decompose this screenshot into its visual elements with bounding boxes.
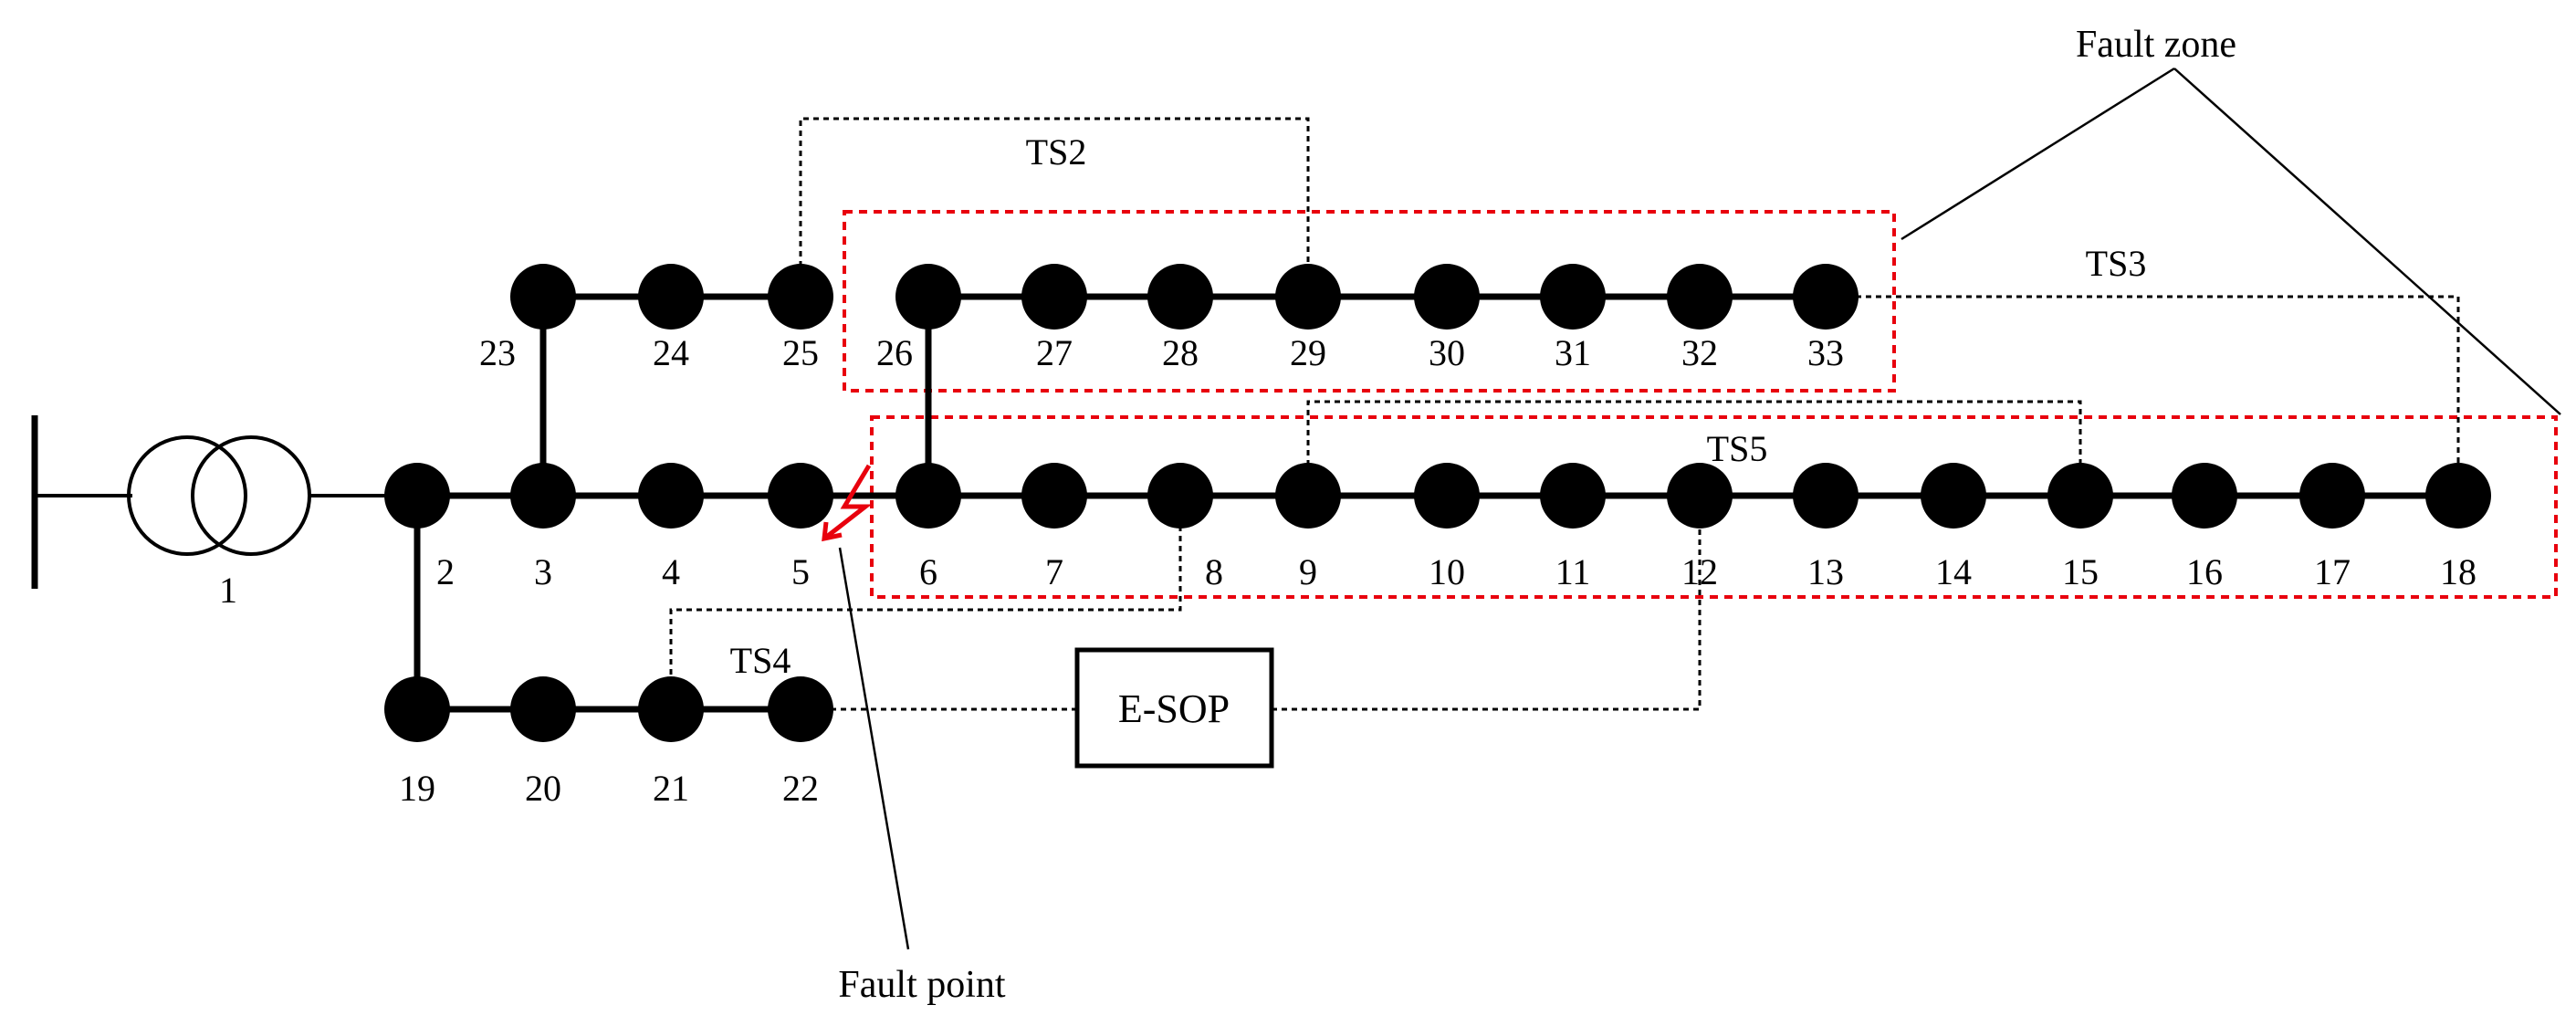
bus-label-29: 29 bbox=[1290, 332, 1326, 373]
tie-line-ts2 bbox=[799, 117, 1310, 297]
fault-zone-pointer-upper bbox=[1901, 67, 2175, 241]
bus-node-26 bbox=[895, 264, 961, 330]
bus-label-25: 25 bbox=[782, 332, 819, 373]
bus-node-7 bbox=[1021, 463, 1087, 529]
bus-label-8: 8 bbox=[1205, 551, 1223, 592]
bus-node-22 bbox=[768, 676, 833, 742]
bus-node-27 bbox=[1021, 264, 1087, 330]
bus-label-31: 31 bbox=[1555, 332, 1591, 373]
fault-zone-box-upper bbox=[843, 210, 1896, 393]
bus-label-9: 9 bbox=[1299, 551, 1317, 592]
bus-label-32: 32 bbox=[1681, 332, 1718, 373]
esop-label: E-SOP bbox=[1118, 686, 1230, 731]
bus-label-4: 4 bbox=[662, 551, 680, 592]
bus-label-16: 16 bbox=[2186, 551, 2223, 592]
bus-node-10 bbox=[1414, 463, 1480, 529]
transformer-winding-2 bbox=[191, 435, 311, 556]
tie-line-esop-right bbox=[1272, 496, 1702, 711]
bus-label-26: 26 bbox=[876, 332, 913, 373]
ts3-label: TS3 bbox=[2086, 243, 2147, 284]
bus-node-4 bbox=[638, 463, 704, 529]
bus-node-12 bbox=[1667, 463, 1733, 529]
bus-node-17 bbox=[2299, 463, 2365, 529]
bus-node-6 bbox=[895, 463, 961, 529]
bus-node-31 bbox=[1540, 264, 1606, 330]
tie-line-ts3 bbox=[1826, 295, 2460, 496]
bus-label-28: 28 bbox=[1162, 332, 1199, 373]
bus-node-25 bbox=[768, 264, 833, 330]
bus-node-14 bbox=[1921, 463, 1986, 529]
bus-label-22: 22 bbox=[782, 768, 819, 809]
bus-node-19 bbox=[384, 676, 450, 742]
bus-node-5 bbox=[768, 463, 833, 529]
bus-node-2 bbox=[384, 463, 450, 529]
fault-zone-label: Fault zone bbox=[2076, 24, 2236, 66]
bus-label-20: 20 bbox=[525, 768, 561, 809]
bus-label-3: 3 bbox=[534, 551, 552, 592]
transformer-winding-1 bbox=[127, 435, 247, 556]
bus-node-23 bbox=[510, 264, 576, 330]
bus-label-12: 12 bbox=[1681, 551, 1718, 592]
bus-label-14: 14 bbox=[1935, 551, 1972, 592]
bus-label-10: 10 bbox=[1429, 551, 1465, 592]
bus-node-3 bbox=[510, 463, 576, 529]
bus-label-18: 18 bbox=[2440, 551, 2477, 592]
ts5-label: TS5 bbox=[1707, 428, 1768, 469]
bus-node-18 bbox=[2425, 463, 2491, 529]
bus-label-13: 13 bbox=[1807, 551, 1844, 592]
esop-box bbox=[1074, 647, 1274, 769]
bus-label-15: 15 bbox=[2062, 551, 2099, 592]
bus-label-5: 5 bbox=[791, 551, 810, 592]
bus-node-20 bbox=[510, 676, 576, 742]
bus-node-30 bbox=[1414, 264, 1480, 330]
source-bus-label: 1 bbox=[219, 570, 237, 611]
bus-label-7: 7 bbox=[1045, 551, 1063, 592]
bus-label-11: 11 bbox=[1555, 551, 1591, 592]
bus-label-23: 23 bbox=[479, 332, 516, 373]
ts2-label: TS2 bbox=[1026, 131, 1087, 173]
bus-label-19: 19 bbox=[399, 768, 435, 809]
ts4-label: TS4 bbox=[730, 640, 791, 681]
fault-arrow bbox=[822, 464, 873, 542]
bus-node-32 bbox=[1667, 264, 1733, 330]
bus-node-28 bbox=[1147, 264, 1213, 330]
bus-label-6: 6 bbox=[919, 551, 937, 592]
bus-node-29 bbox=[1275, 264, 1341, 330]
bus-node-8 bbox=[1147, 463, 1213, 529]
bus-node-9 bbox=[1275, 463, 1341, 529]
bus-node-24 bbox=[638, 264, 704, 330]
tie-line-ts4 bbox=[669, 496, 1182, 709]
bus-label-33: 33 bbox=[1807, 332, 1844, 373]
bus-label-30: 30 bbox=[1429, 332, 1465, 373]
bus-node-13 bbox=[1793, 463, 1859, 529]
bus-node-16 bbox=[2172, 463, 2237, 529]
fault-point-label: Fault point bbox=[838, 964, 1006, 1006]
bus-label-2: 2 bbox=[436, 551, 455, 592]
fault-zone-pointer-lower bbox=[2173, 68, 2561, 415]
fault-zone-box-lower bbox=[870, 415, 2558, 599]
bus-node-15 bbox=[2047, 463, 2113, 529]
bus-label-27: 27 bbox=[1036, 332, 1073, 373]
bus-label-17: 17 bbox=[2314, 551, 2351, 592]
fault-point-pointer bbox=[838, 547, 910, 950]
bus-node-11 bbox=[1540, 463, 1606, 529]
bus-label-21: 21 bbox=[653, 768, 689, 809]
bus-node-33 bbox=[1793, 264, 1859, 330]
bus-node-21 bbox=[638, 676, 704, 742]
bus-label-24: 24 bbox=[653, 332, 689, 373]
